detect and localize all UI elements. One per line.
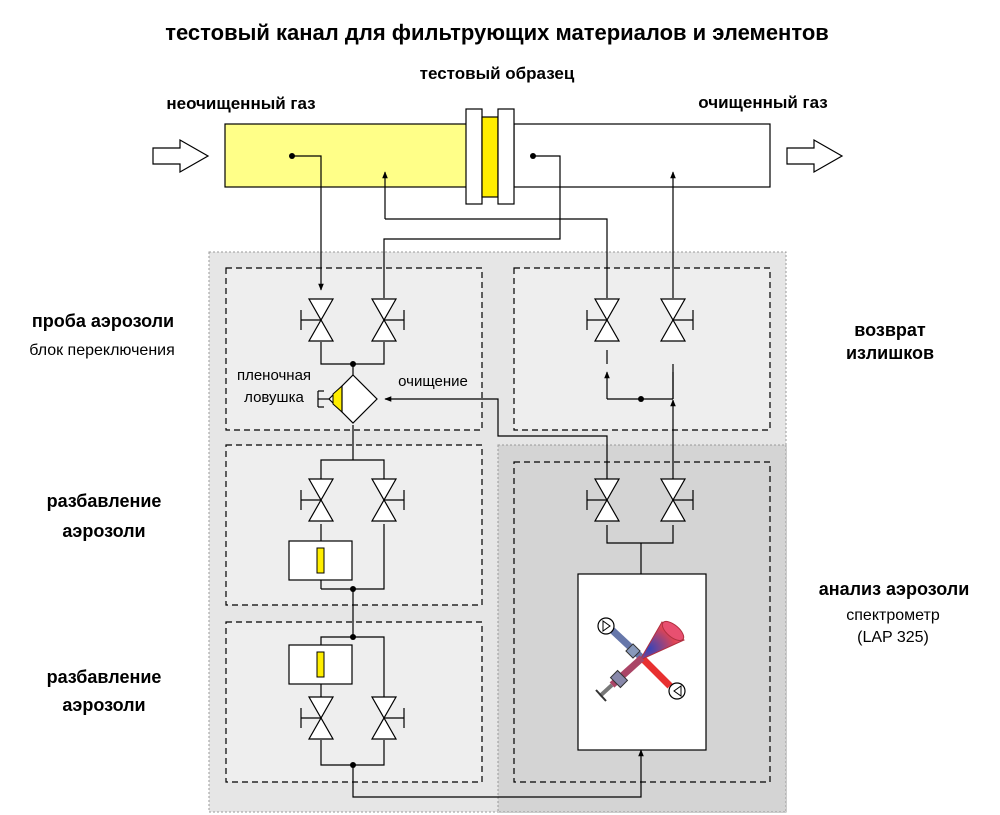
dilution2-label-1: разбавление — [47, 667, 162, 687]
dilution2-filter — [288, 644, 353, 685]
analysis-title: анализ аэрозоли — [819, 579, 970, 599]
return-junction — [638, 396, 644, 402]
diagram-title: тестовый канал для фильтрующих материало… — [165, 20, 829, 45]
dilution2-box — [225, 621, 483, 783]
clean-gas-label: очищенный газ — [698, 93, 828, 112]
piping — [292, 155, 676, 798]
dilution1-label-2: аэрозоли — [62, 521, 145, 541]
dilution2-junction-bottom — [350, 762, 356, 768]
sampling-subtitle: блок переключения — [29, 342, 175, 359]
return-block-box — [513, 267, 771, 431]
cleaning-label: очищение — [398, 373, 468, 390]
sample-flange-right — [497, 108, 515, 205]
inlet-arrow — [152, 138, 210, 174]
dilution1-box — [225, 444, 483, 606]
raw-gas-label: неочищенный газ — [166, 94, 315, 113]
test-sample-label: тестовый образец — [420, 64, 575, 83]
dilution1-filter — [288, 540, 353, 581]
sampling-title: проба аэрозоли — [32, 311, 174, 331]
analysis-model: (LAP 325) — [857, 629, 929, 646]
outlet-arrow — [786, 138, 844, 174]
film-trap-icon — [317, 374, 378, 424]
sample-filter — [481, 116, 499, 198]
dilution1-junction — [350, 586, 356, 592]
film-trap-label-2: ловушка — [244, 389, 304, 406]
raw-gas-duct — [224, 123, 469, 188]
raw-probe-point — [289, 153, 295, 159]
film-trap-label-1: пленочная — [237, 367, 311, 384]
dilution2-junction-top — [350, 634, 356, 640]
return-label-1: возврат — [854, 320, 926, 340]
sample-flange-left — [465, 108, 483, 205]
dilution2-label-2: аэрозоли — [62, 695, 145, 715]
analysis-subtitle: спектрометр — [846, 607, 940, 624]
clean-probe-point — [530, 153, 536, 159]
dilution1-label-1: разбавление — [47, 491, 162, 511]
sampling-junction — [350, 361, 356, 367]
return-label-2: излишков — [846, 343, 934, 363]
spectrometer-icon — [595, 617, 686, 702]
